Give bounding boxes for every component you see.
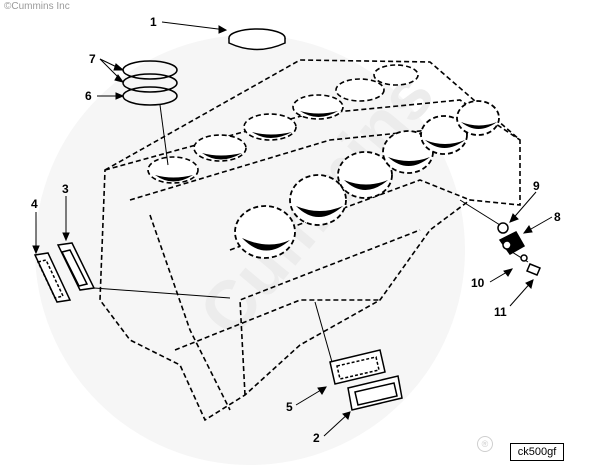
callout-11: 11: [494, 305, 507, 319]
figure-code: ck500gf: [510, 443, 564, 461]
top-bore-shadows: [155, 111, 338, 182]
callout-8: 8: [554, 210, 561, 224]
callout-6: 6: [85, 89, 92, 103]
liner-ring: [228, 28, 286, 51]
lower-bore-shadows: [242, 122, 497, 251]
fitting-assembly: [459, 199, 541, 276]
side-cover-left: [33, 242, 231, 303]
callout-4: 4: [31, 197, 38, 211]
callout-7: 7: [89, 52, 96, 66]
callout-2: 2: [313, 431, 320, 445]
registered-mark: ®: [477, 436, 493, 452]
lower-cover: [314, 301, 403, 411]
callout-1: 1: [150, 15, 157, 29]
leader-lines: [32, 21, 553, 437]
callout-3: 3: [62, 182, 69, 196]
callout-10: 10: [471, 276, 485, 290]
callout-5: 5: [286, 400, 293, 414]
copyright-text: ©Cummins Inc: [4, 1, 70, 12]
callout-9: 9: [533, 179, 540, 193]
